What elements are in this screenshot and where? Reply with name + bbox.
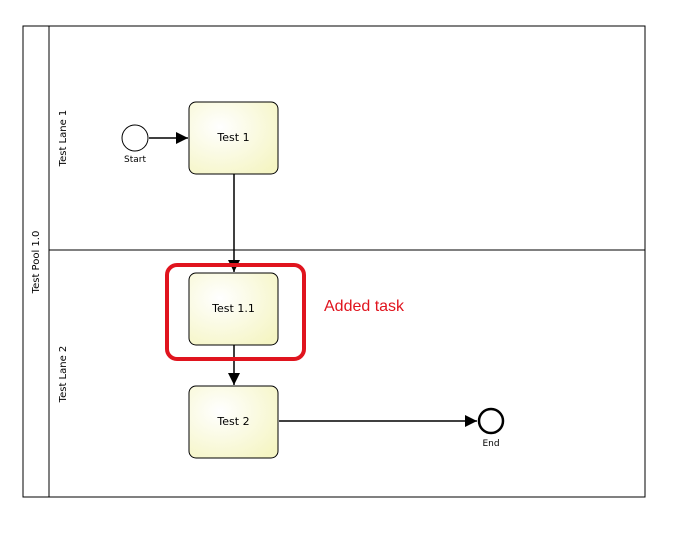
- task-test-1-1[interactable]: Test 1.1: [188, 272, 279, 346]
- end-event-circle[interactable]: [477, 407, 505, 435]
- task-test-2-label: Test 2: [216, 415, 249, 428]
- lane-1-label: Test Lane 1: [58, 110, 69, 168]
- task-test-2-box[interactable]: [188, 385, 279, 459]
- start-event-label: Start: [124, 155, 146, 165]
- start-event-circle[interactable]: [121, 124, 149, 152]
- start-event[interactable]: Start: [121, 124, 149, 165]
- added-task-highlight: [165, 263, 306, 361]
- lane-2-label: Test Lane 2: [58, 346, 69, 404]
- lane-1[interactable]: Test Lane 1: [58, 110, 69, 168]
- end-event-label: End: [482, 439, 499, 449]
- lane-2[interactable]: Test Lane 2: [58, 346, 69, 404]
- task-test-2[interactable]: Test 2: [188, 385, 279, 459]
- task-test-1-1-box[interactable]: [188, 272, 279, 346]
- end-event[interactable]: End: [477, 407, 505, 449]
- task-test-1[interactable]: Test 1: [188, 101, 279, 175]
- task-test-1-label: Test 1: [216, 131, 249, 144]
- pool-label: Test Pool 1.0: [31, 231, 42, 295]
- pool[interactable]: [22, 25, 646, 498]
- task-test-1-1-label: Test 1.1: [211, 302, 255, 315]
- added-task-annotation: Added task: [324, 298, 405, 315]
- task-test-1-box[interactable]: [188, 101, 279, 175]
